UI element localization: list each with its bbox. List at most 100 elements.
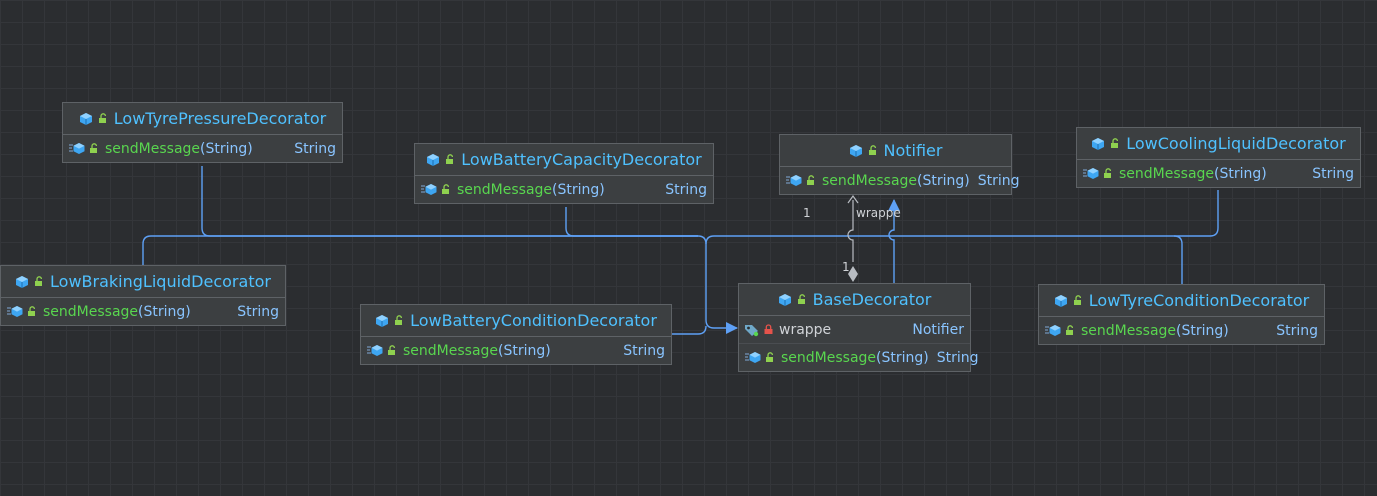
class-name: LowCoolingLiquidDecorator: [1126, 134, 1346, 153]
class-node-low-cooling-liquid-decorator[interactable]: LowCoolingLiquidDecorator sendMessage(St…: [1076, 127, 1361, 188]
class-header: LowBatteryConditionDecorator: [361, 305, 671, 337]
method-param: String: [205, 140, 248, 157]
method-icon: [420, 183, 438, 196]
public-lock-icon: [89, 143, 100, 154]
class-node-low-tyre-condition-decorator[interactable]: LowTyreConditionDecorator sendMessage(St…: [1038, 284, 1325, 345]
return-type: String: [623, 342, 665, 359]
method-name: sendMessage: [105, 140, 201, 157]
public-lock-icon: [98, 113, 109, 124]
public-lock-icon: [387, 345, 398, 356]
public-lock-icon: [765, 352, 776, 363]
method-icon: [68, 142, 86, 155]
method-row[interactable]: sendMessage(String) String: [780, 167, 1020, 194]
class-name: LowBrakingLiquidDecorator: [50, 272, 271, 291]
abstract-class-icon: [778, 293, 792, 307]
method-param: String: [881, 349, 924, 366]
class-name: LowBatteryConditionDecorator: [410, 311, 657, 330]
class-name: LowTyrePressureDecorator: [113, 109, 327, 128]
public-lock-icon: [797, 294, 808, 305]
method-icon: [1044, 324, 1062, 337]
class-header: LowCoolingLiquidDecorator: [1077, 128, 1360, 160]
public-lock-icon: [868, 145, 879, 156]
public-lock-icon: [394, 315, 405, 326]
return-type: String: [294, 140, 336, 157]
class-node-low-battery-capacity-decorator[interactable]: LowBatteryCapacityDecorator sendMessage(…: [414, 143, 714, 204]
public-lock-icon: [1073, 295, 1084, 306]
class-node-base-decorator[interactable]: BaseDecorator wrappe Notifier sendMessag…: [738, 283, 979, 372]
return-type: String: [977, 172, 1020, 189]
class-icon: [1091, 137, 1105, 151]
method-param: String: [922, 172, 965, 189]
public-lock-icon: [806, 175, 817, 186]
class-header: LowBatteryCapacityDecorator: [415, 144, 713, 176]
method-icon: [744, 351, 762, 364]
method-icon: [1082, 167, 1100, 180]
return-type: String: [936, 349, 979, 366]
method-param: String: [503, 342, 546, 359]
method-row[interactable]: sendMessage(String) String: [1077, 160, 1360, 187]
method-param: String: [1181, 322, 1224, 339]
edge-battery-condition-to-base: [672, 325, 707, 335]
association-wrappe: [847, 194, 859, 282]
class-icon: [79, 112, 93, 126]
edge-battery-capacity-to-base: [565, 207, 698, 237]
return-type: String: [1276, 322, 1318, 339]
class-icon: [375, 314, 389, 328]
method-icon: [785, 174, 803, 187]
public-lock-icon: [445, 154, 456, 165]
class-name: LowBatteryCapacityDecorator: [461, 150, 702, 169]
method-name: sendMessage: [781, 349, 877, 366]
method-row[interactable]: sendMessage(String) String: [415, 176, 713, 203]
public-lock-icon: [27, 306, 38, 317]
method-name: sendMessage: [457, 181, 553, 198]
association-role-label: wrappe: [856, 206, 901, 220]
method-row[interactable]: sendMessage(String) String: [63, 135, 342, 162]
method-row[interactable]: sendMessage(String) String: [739, 344, 979, 371]
field-name: wrappe: [779, 321, 832, 338]
public-lock-icon: [34, 276, 45, 287]
class-node-low-braking-liquid-decorator[interactable]: LowBrakingLiquidDecorator sendMessage(St…: [0, 265, 286, 326]
class-node-low-tyre-pressure-decorator[interactable]: LowTyrePressureDecorator sendMessage(Str…: [62, 102, 343, 163]
return-type: String: [1312, 165, 1354, 182]
method-name: sendMessage: [403, 342, 499, 359]
edge-base-implements-notifier: [888, 199, 900, 284]
method-name: sendMessage: [1081, 322, 1177, 339]
method-row[interactable]: sendMessage(String) String: [1039, 317, 1324, 344]
edge-tyre-condition-to-base: [1173, 235, 1183, 284]
class-node-low-battery-condition-decorator[interactable]: LowBatteryConditionDecorator sendMessage…: [360, 304, 672, 365]
edge-braking-to-base: [142, 235, 698, 265]
method-name: sendMessage: [1119, 165, 1215, 182]
method-name: sendMessage: [43, 303, 139, 320]
method-param: String: [1219, 165, 1262, 182]
public-lock-icon: [1110, 138, 1121, 149]
method-param: String: [143, 303, 186, 320]
public-lock-icon: [1103, 168, 1114, 179]
class-header: Notifier: [780, 135, 1011, 167]
method-row[interactable]: sendMessage(String) String: [361, 337, 671, 364]
return-type: String: [237, 303, 279, 320]
multiplicity-target: 1: [803, 206, 811, 220]
class-header: LowTyreConditionDecorator: [1039, 285, 1324, 317]
method-icon: [366, 344, 384, 357]
method-param: String: [557, 181, 600, 198]
method-name: sendMessage: [822, 172, 918, 189]
method-row[interactable]: sendMessage(String) String: [1, 298, 285, 325]
class-header: BaseDecorator: [739, 284, 970, 316]
return-type: String: [665, 181, 707, 198]
method-icon: [6, 305, 24, 318]
class-name: LowTyreConditionDecorator: [1088, 291, 1310, 310]
class-header: LowBrakingLiquidDecorator: [1, 266, 285, 298]
field-tag-icon: [744, 323, 760, 337]
edge-cooling-to-base: [705, 190, 1219, 245]
field-row[interactable]: wrappe Notifier: [739, 316, 970, 344]
class-icon: [426, 153, 440, 167]
class-name: Notifier: [883, 141, 943, 160]
class-node-notifier[interactable]: Notifier sendMessage(String) String: [779, 134, 1020, 195]
public-lock-icon: [1065, 325, 1076, 336]
field-type: Notifier: [912, 321, 964, 338]
class-header: LowTyrePressureDecorator: [63, 103, 342, 135]
private-lock-icon: [763, 324, 774, 335]
class-name: BaseDecorator: [812, 290, 932, 309]
interface-icon: [849, 144, 863, 158]
class-icon: [15, 275, 29, 289]
